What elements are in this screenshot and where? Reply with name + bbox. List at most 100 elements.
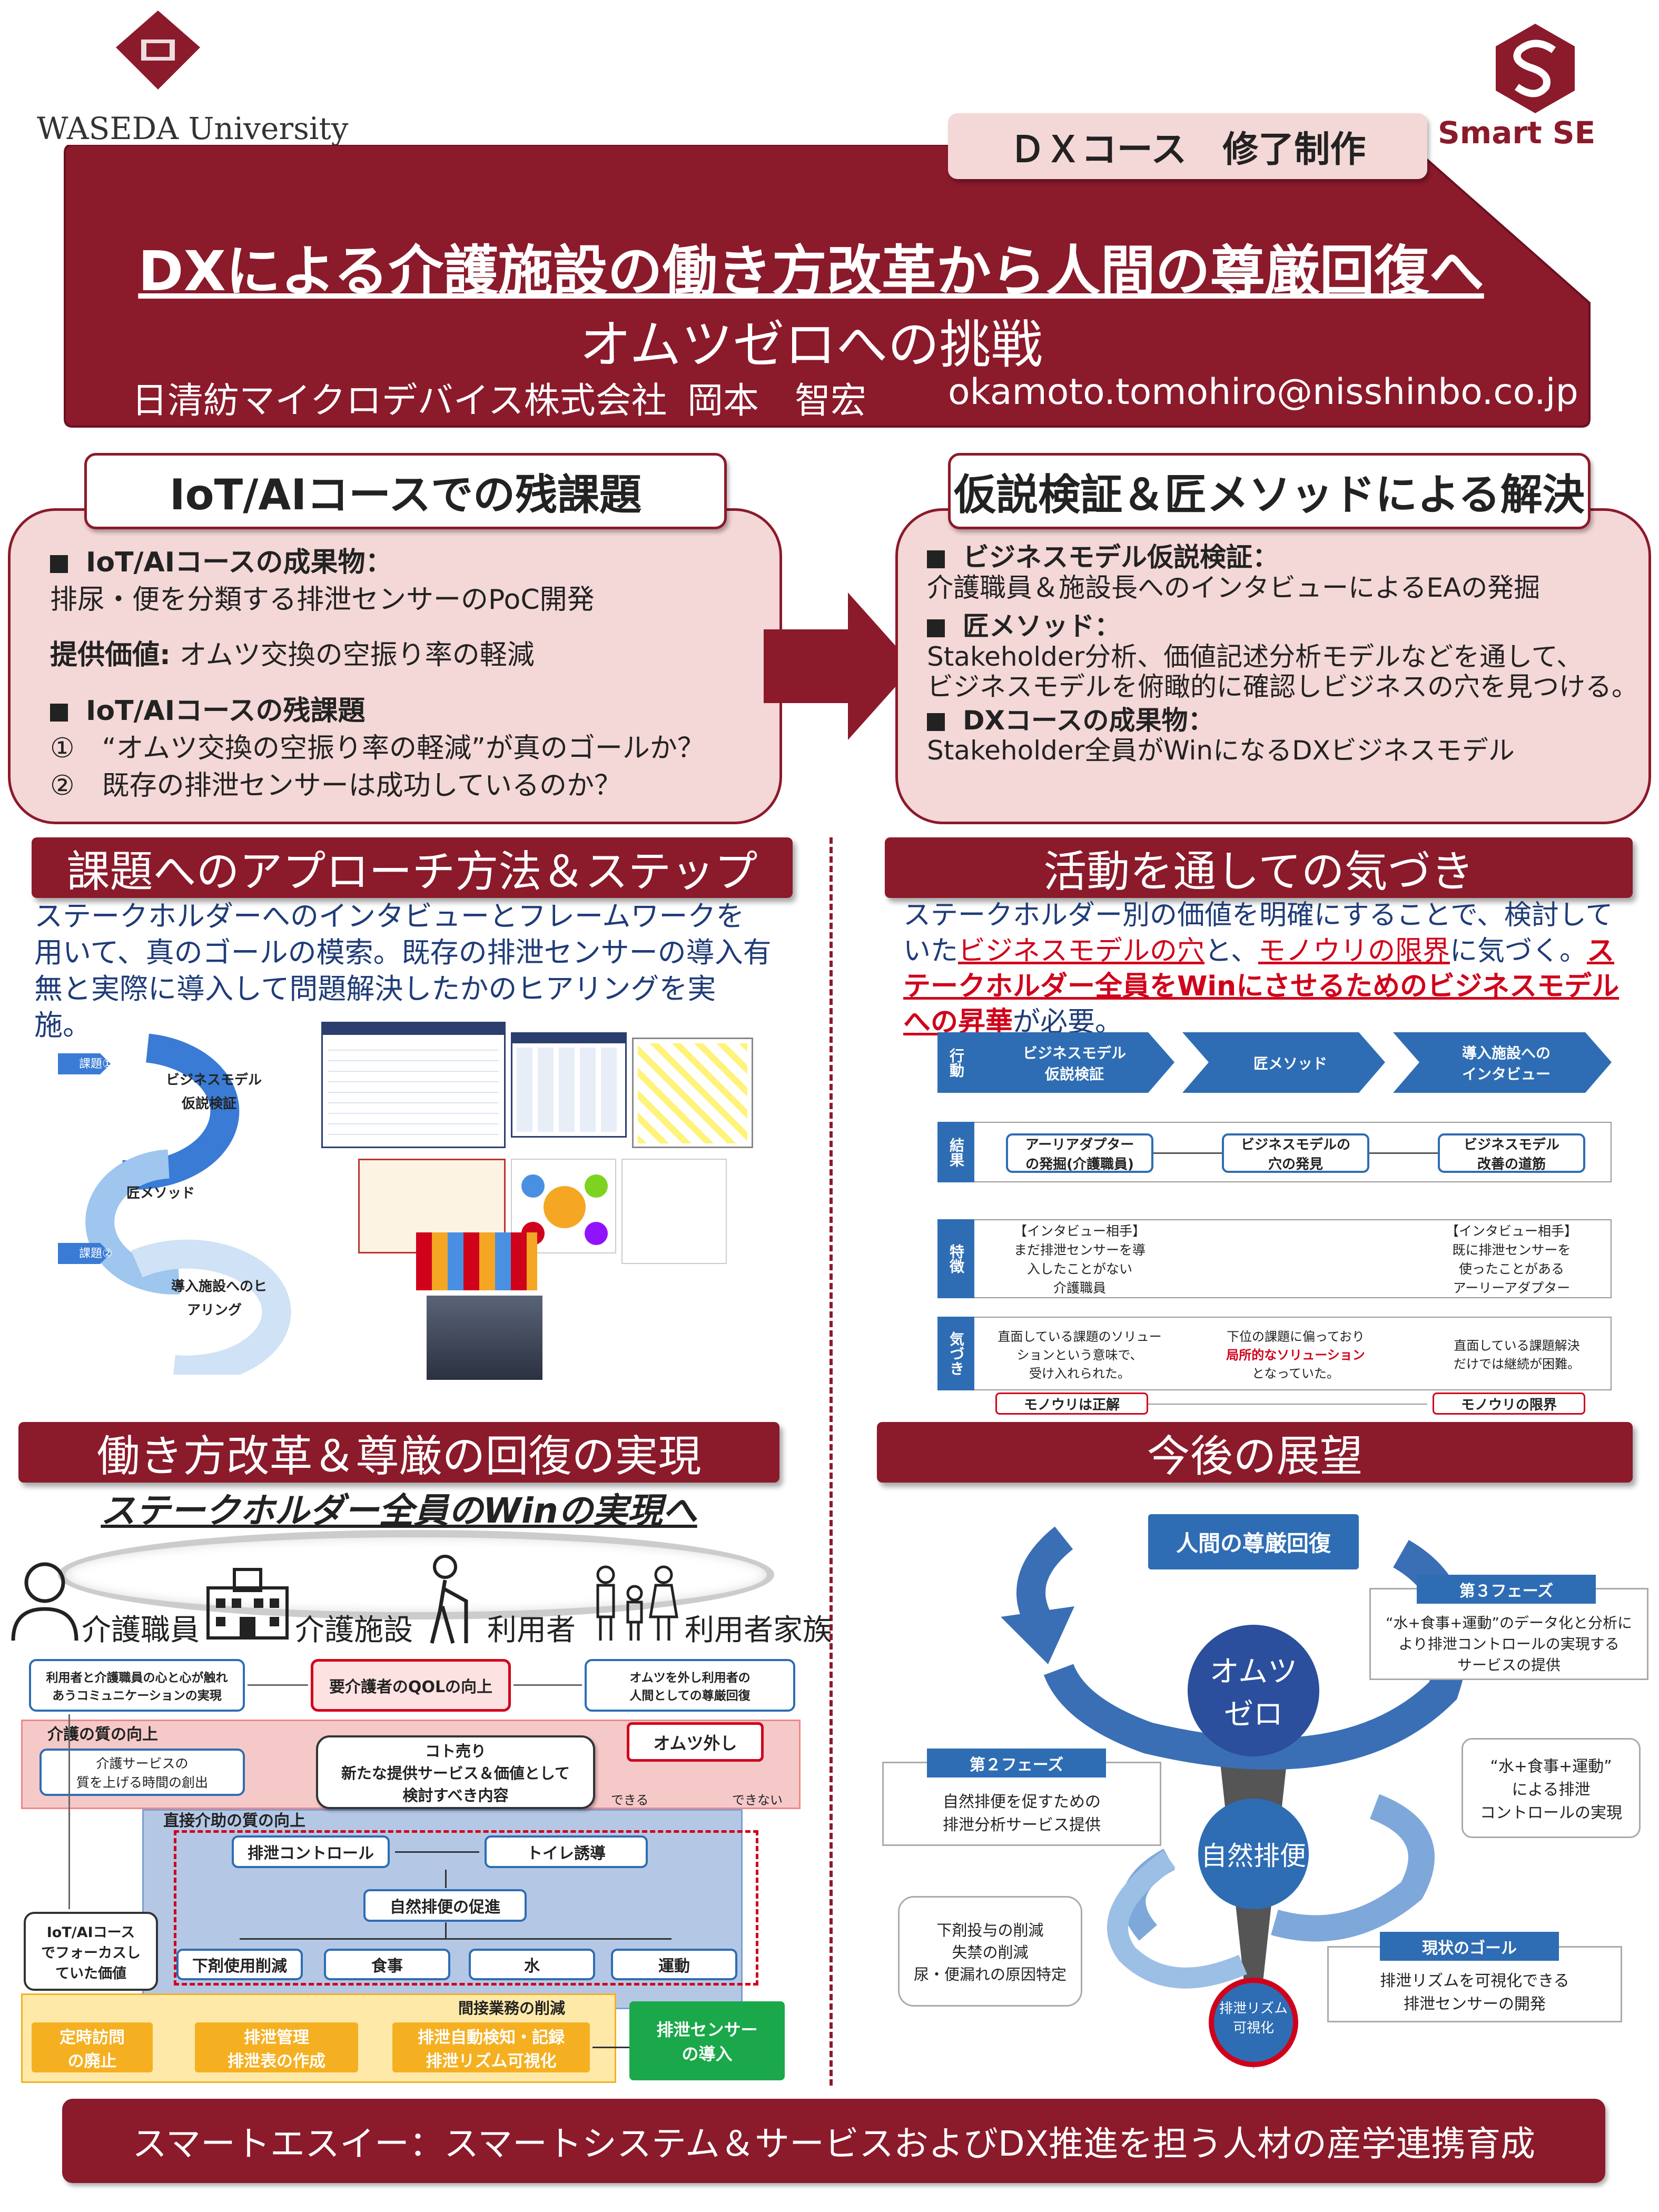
- stakeholder-2: 介護施設: [295, 1613, 413, 1647]
- takumi-heading: 匠メソッド：: [963, 611, 1121, 641]
- iot-focus-callout: IoT/AIコース でフォーカスし ていた価値: [24, 1912, 158, 1991]
- goal-qol: 要介護者のQOLの向上: [311, 1659, 511, 1712]
- insight-text: ステークホルダー別の価値を明確にすることで、検討していたビジネスモデルの穴と、モ…: [903, 898, 1638, 1040]
- omutsu-off: オムツ外し: [627, 1722, 764, 1762]
- dx-text: Stakeholder全員がWinになるDXビジネスモデル: [927, 735, 1515, 766]
- waseda-text: WASEDA University: [37, 111, 349, 146]
- laxative-reduce: 下剤使用削減: [176, 1949, 303, 1980]
- can-label: できる: [611, 1793, 649, 1808]
- result-1: アーリアダプター の発掘(介護職員): [1006, 1133, 1153, 1173]
- row-label-feature: 特徴: [937, 1219, 974, 1298]
- notice-2a: 下位の課題に偏っており: [1226, 1329, 1365, 1344]
- elderly-icon: [430, 1555, 468, 1644]
- goal-text: 排泄リズムを可視化できる 排泄センサーの開発: [1380, 1972, 1569, 2013]
- smartse-emblem-icon: [1496, 24, 1575, 113]
- stakeholder-1: 介護職員: [82, 1613, 200, 1647]
- ops-auto: 排泄自動検知・記録 排泄リズム可視化: [392, 2022, 590, 2072]
- approach-text: ステークホルダーへのインタビューとフレームワークを用いて、真のゴールの模索。既存…: [34, 900, 772, 1042]
- approach-heading: 課題へのアプローチ方法＆ステップ: [32, 837, 793, 898]
- action-3: 導入施設への インタビュー: [1461, 1044, 1551, 1083]
- insight-t1: ステークホルダー別の価値を明確にすることで、検討していた: [903, 900, 1613, 967]
- bullet-icon: [50, 555, 68, 573]
- mono-correct: モノウリは正解: [995, 1393, 1148, 1415]
- result-3: ビジネスモデル 改善の道筋: [1438, 1133, 1585, 1173]
- deliverable-text: 排尿・便を分類する排泄センサーのPoC開発: [50, 584, 595, 616]
- approach-step1a: ビジネスモデル: [166, 1072, 262, 1088]
- excretion-control: 排泄コントロール: [232, 1835, 390, 1868]
- cannot-label: できない: [732, 1793, 783, 1808]
- approach-c2: 課題②: [79, 1247, 113, 1260]
- approach-step3b: アリング: [187, 1302, 242, 1318]
- page-title: DXによる介護施設の働き方改革から人間の尊厳回復へ: [138, 239, 1484, 303]
- koto-callout: コト売り 新たな提供サービス＆価値として 検討すべき内容: [316, 1735, 595, 1809]
- issue-1: ① “オムツ交換の空振り率の軽減”が真のゴールか？: [50, 732, 705, 764]
- nurse-icon: [11, 1562, 78, 1641]
- mono-limit: モノウリの限界: [1433, 1393, 1585, 1415]
- exercise: 運動: [611, 1949, 737, 1980]
- notice-2b: 局所的なソリューション: [1226, 1347, 1365, 1362]
- left-top-body: IoT/AIコースの成果物： 排尿・便を分類する排泄センサーのPoC開発 提供価…: [50, 547, 705, 802]
- smartse-logo: Smart SE: [1438, 21, 1638, 151]
- course-tag: ＤＸコース 修了制作: [948, 113, 1427, 179]
- smartphone-photo: [427, 1296, 542, 1380]
- feature-2: 【インタビュー相手】 既に排泄センサーを 使ったことがある アーリーアダプター: [1445, 1223, 1577, 1296]
- bullet-icon: [50, 703, 68, 722]
- phase2-text: 自然排便を促すための 排泄分析サービス提供: [943, 1793, 1101, 1834]
- sensor-introduction[interactable]: 排泄センサー の導入: [629, 2001, 785, 2080]
- notice-2: 下位の課題に偏っており 局所的なソリューション となっていた。: [1211, 1317, 1380, 1390]
- page-subtitle: オムツゼロへの挑戦: [579, 315, 1043, 375]
- right-top-body: ビジネスモデル仮説検証： 介護職員＆施設長へのインタビューによるEAの発掘 匠メ…: [927, 542, 1638, 766]
- toilet-guidance: トイレ誘導: [485, 1835, 648, 1868]
- insight-table: 行動 ビジネスモデル 仮説検証 匠メソッド 導入施設への インタビュー 結果 ア…: [937, 1032, 1612, 1415]
- action-chevrons: [974, 1032, 1612, 1093]
- waseda-crest-icon: [116, 11, 200, 90]
- approach-step2: 匠メソッド: [126, 1186, 195, 1201]
- issues-heading: IoT/AIコースの残課題: [86, 695, 366, 727]
- reform-heading: 働き方改革＆尊厳の回復の実現: [18, 1422, 779, 1483]
- issue-2: ② 既存の排泄センサーは成功しているのか？: [50, 769, 622, 802]
- left-top-heading: IoT/AIコースでの残課題: [84, 453, 727, 529]
- low-callout: 下剤投与の削減 失禁の削減 尿・便漏れの原因特定: [898, 1896, 1082, 2007]
- stakeholder-3: 利用者: [487, 1613, 576, 1647]
- deliverable-heading: IoT/AIコースの成果物：: [86, 547, 393, 578]
- insight-t6: ステークホルダー全員をWinにさせるためのビジネスモデルへの昇華: [903, 935, 1619, 1038]
- omutsu-zero-circle: オムツ ゼロ: [1209, 1655, 1298, 1732]
- approach-cycle-diagram: [58, 1033, 291, 1375]
- author-name: 岡本 智宏: [687, 380, 867, 422]
- right-arrow-icon: [764, 592, 914, 740]
- value-text: オムツ交換の空振り率の軽減: [179, 639, 535, 671]
- header-banner: [64, 145, 1591, 428]
- ops-visit: 定時訪問 の廃止: [32, 2022, 153, 2072]
- approach-step1b: 仮説検証: [182, 1096, 237, 1112]
- bm-text: 介護職員＆施設長へのインタビューによるEAの発掘: [927, 572, 1540, 603]
- result-2: ビジネスモデルの 穴の発見: [1222, 1133, 1369, 1173]
- family-icon: [596, 1565, 678, 1641]
- waseda-logo: WASEDA University: [37, 11, 349, 146]
- reform-subtitle: ステークホルダー全員のWinの実現へ: [101, 1490, 697, 1531]
- goal-communication: 利用者と介護職員の心と心が触れ あうコミュニケーションの実現: [29, 1659, 245, 1712]
- notice-3: 直面している課題解決 だけでは継続が困難。: [1454, 1338, 1580, 1371]
- takumi-text-1: Stakeholder分析、価値記述分析モデルなどを通して、: [927, 641, 1583, 672]
- right-top-heading: 仮説検証＆匠メソッドによる解決: [948, 453, 1591, 529]
- natural-defecation-circle: 自然排便: [1201, 1841, 1306, 1871]
- natural-defecation: 自然排便の促進: [363, 1889, 527, 1922]
- author-company: 日清紡マイクロデバイス株式会社: [132, 380, 667, 422]
- takumi-text-2: ビジネスモデルを俯瞰的に確認しビジネスの穴を見つける。: [927, 671, 1638, 702]
- direct-care-label: 直接介助の質の向上: [163, 1812, 305, 1830]
- notice-1: 直面している課題のソリュー ションという意味で、 受け入れられた。: [998, 1329, 1162, 1381]
- footer-banner: スマートエスイー：スマートシステム＆サービスおよびDX推進を担う人材の産学連携育…: [62, 2099, 1605, 2183]
- notice-2c: となっていた。: [1251, 1366, 1340, 1381]
- rhythm-circle: 排泄リズム 可視化: [1219, 2001, 1288, 2036]
- stakeholder-4: 利用者家族: [685, 1613, 832, 1647]
- insight-t3: と、: [1204, 935, 1258, 967]
- center-divider: [829, 837, 833, 2086]
- framework-thumbnail-collage: [321, 1022, 758, 1380]
- right-top-panel: [895, 508, 1651, 824]
- bullet-icon: [927, 550, 945, 568]
- insight-heading: 活動を通しての気づき: [885, 837, 1633, 898]
- smartse-text: Smart SE: [1438, 115, 1596, 151]
- insight-t4: モノウリの限界: [1258, 935, 1450, 967]
- insight-t2: ビジネスモデルの穴: [958, 935, 1205, 967]
- goal-heading: 現状のゴール: [1380, 1932, 1559, 1961]
- phase3-text: “水+食事+運動”のデータ化と分析に より排泄コントロールの実現する サービスの…: [1386, 1614, 1632, 1674]
